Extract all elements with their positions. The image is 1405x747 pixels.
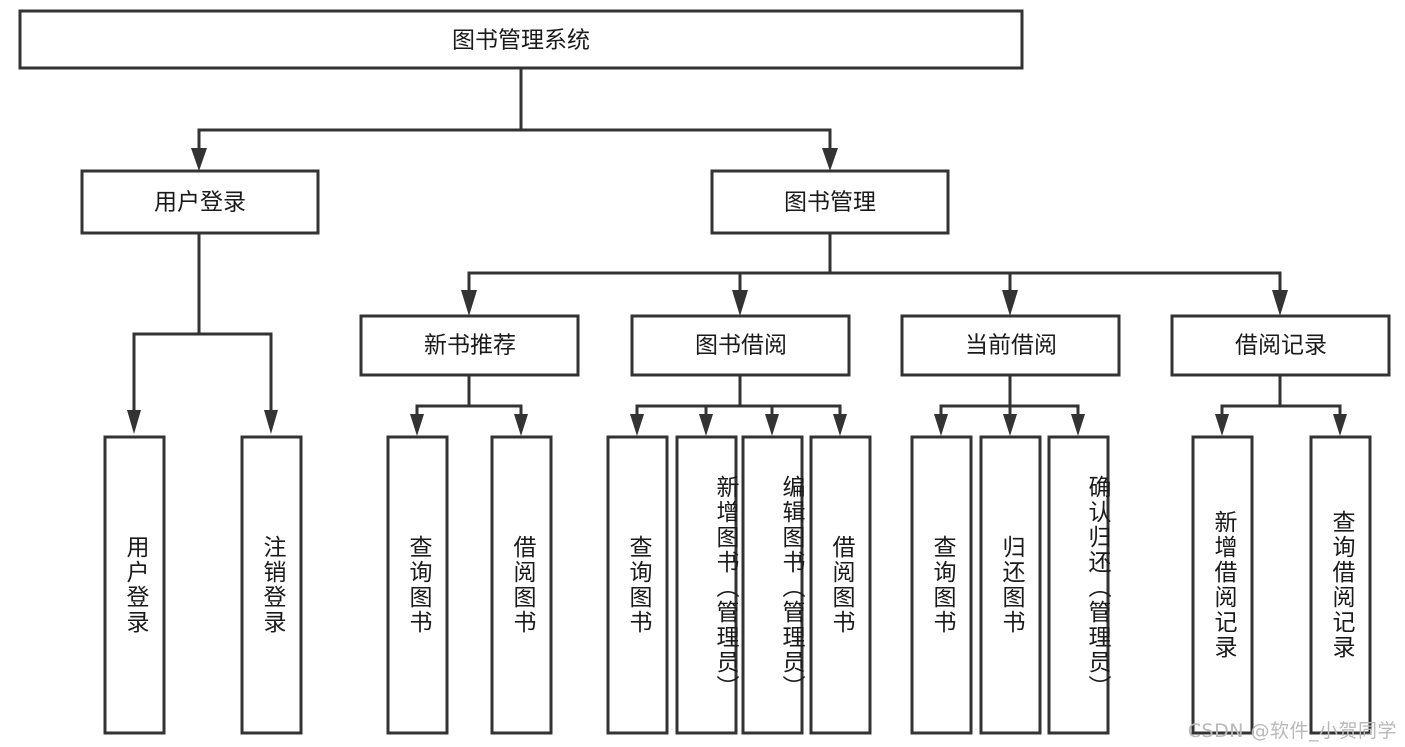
edge-group-current-borrow-leaves	[934, 373, 1085, 436]
leaf-box-new-book-1[interactable]	[386, 435, 449, 735]
arrow-to-new-book	[461, 290, 477, 316]
node-user-login[interactable]: 用户登录	[80, 169, 320, 235]
node-borrow-record-box	[1170, 314, 1391, 377]
node-borrow-record[interactable]: 借阅记录	[1170, 314, 1391, 377]
node-current-borrow-label: 当前借阅	[965, 333, 1057, 359]
arrow-book-borrow-leaf-1	[630, 414, 644, 436]
arrow-to-book-borrow	[732, 290, 748, 316]
leaf-box-book-borrow-3[interactable]	[741, 435, 804, 735]
leaf-box-book-borrow-1[interactable]	[606, 435, 669, 735]
node-root-label: 图书管理系统	[452, 28, 590, 54]
node-new-book-recommend[interactable]: 新书推荐	[359, 314, 580, 377]
leaf-box-current-borrow-3[interactable]	[1047, 435, 1110, 735]
arrow-book-borrow-leaf-4	[833, 414, 847, 436]
node-user-login-label: 用户登录	[154, 190, 246, 216]
leaf-box-book-borrow-2[interactable]	[675, 435, 738, 735]
edge-group-root-to-level2	[191, 66, 838, 171]
arrow-new-book-leaf-2	[514, 414, 528, 436]
arrow-borrow-record-leaf-1	[1215, 414, 1229, 436]
leaf-box-borrow-record-1[interactable]	[1191, 435, 1254, 735]
node-borrow-record-label: 借阅记录	[1235, 333, 1327, 359]
node-book-management-box	[710, 169, 950, 235]
edge-group-book-borrow-leaves	[630, 373, 847, 436]
arrow-current-borrow-leaf-2	[1003, 414, 1017, 436]
node-book-management[interactable]: 图书管理	[710, 169, 950, 235]
arrow-root-to-book-manage	[822, 148, 838, 171]
node-book-borrow-label: 图书借阅	[695, 333, 787, 359]
arrow-book-borrow-leaf-3	[765, 414, 779, 436]
node-book-borrow[interactable]: 图书借阅	[630, 314, 851, 377]
edge-group-user-login-leaves	[127, 231, 278, 434]
leaf-box-new-book-2[interactable]	[490, 435, 553, 735]
arrow-current-borrow-leaf-1	[934, 414, 948, 436]
watermark: CSDN @软件_小贺同学	[1187, 720, 1397, 742]
edge-group-borrow-record-leaves	[1215, 373, 1347, 436]
arrow-user-login-leaf-2	[264, 410, 278, 434]
arrow-new-book-leaf-1	[410, 414, 424, 436]
arrow-book-borrow-leaf-2	[699, 414, 713, 436]
arrow-to-borrow-record	[1272, 290, 1288, 316]
node-book-borrow-box	[630, 314, 851, 377]
node-root-book-management-system[interactable]: 图书管理系统	[18, 9, 1024, 70]
arrow-to-current-borrow	[1002, 290, 1018, 316]
arrow-current-borrow-leaf-3	[1071, 414, 1085, 436]
arrow-user-login-leaf-1	[127, 410, 141, 434]
node-book-management-label: 图书管理	[784, 190, 876, 216]
node-new-book-recommend-box	[359, 314, 580, 377]
leaf-box-current-borrow-2[interactable]	[979, 435, 1042, 735]
node-user-login-box	[80, 169, 320, 235]
node-current-borrow-box	[900, 314, 1121, 377]
arrow-root-to-user-login	[191, 148, 207, 171]
edge-group-new-book-leaves	[410, 373, 528, 436]
leaf-box-user-login-2[interactable]	[240, 435, 303, 735]
node-root-box	[18, 9, 1024, 70]
leaf-box-user-login-1[interactable]	[103, 435, 166, 735]
node-new-book-recommend-label: 新书推荐	[424, 333, 516, 359]
arrow-borrow-record-leaf-2	[1333, 414, 1347, 436]
edge-group-booklmanage-to-level3	[461, 231, 1288, 316]
leaf-box-borrow-record-2[interactable]	[1309, 435, 1372, 735]
node-current-borrow[interactable]: 当前借阅	[900, 314, 1121, 377]
leaf-box-current-borrow-1[interactable]	[910, 435, 973, 735]
leaf-box-book-borrow-4[interactable]	[809, 435, 872, 735]
